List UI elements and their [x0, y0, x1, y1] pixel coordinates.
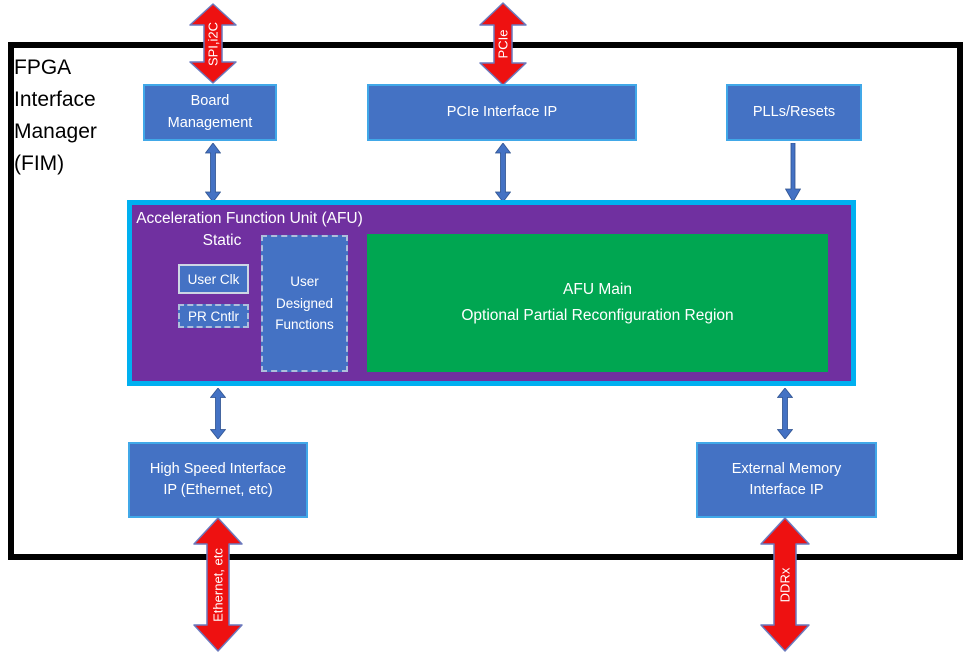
- external-memory-interface-block: External Memory Interface IP: [696, 442, 877, 518]
- pcie-interface-ip-label: PCIe Interface IP: [446, 103, 558, 120]
- diagram-title-line: (FIM): [14, 152, 65, 175]
- plls-resets-label: PLLs/Resets: [752, 103, 836, 120]
- afu-extmemory-connector-icon: [777, 388, 793, 439]
- pr-cntlr-label: PR Cntlr: [187, 308, 239, 324]
- double-arrow-icon: [760, 517, 810, 652]
- board-management-label-line: Management: [167, 114, 253, 131]
- afu-region: Acceleration Function Unit (AFU) Static …: [127, 200, 856, 386]
- double-arrow-icon: [193, 517, 243, 652]
- fim-boundary-frame: [8, 42, 963, 560]
- udf-label-line: Functions: [275, 317, 334, 333]
- ethernet-port-label: Ethernet, etc: [210, 547, 226, 622]
- user-clk-label: User Clk: [187, 271, 240, 287]
- diagram-title: FPGA Interface Manager (FIM): [14, 52, 144, 180]
- high-speed-interface-block: High Speed Interface IP (Ethernet, etc): [128, 442, 308, 518]
- ddrx-port-label: DDRx: [777, 567, 793, 602]
- external-memory-label-line: Interface IP: [749, 482, 824, 498]
- plls-resets-block: PLLs/Resets: [726, 84, 862, 141]
- board-management-afu-connector-icon: [205, 143, 221, 202]
- afu-highspeed-connector-icon: [210, 388, 226, 439]
- diagram-title-line: Manager: [14, 120, 97, 143]
- afu-main-pr-region-block: AFU Main Optional Partial Reconfiguratio…: [367, 234, 828, 372]
- high-speed-interface-label-line: High Speed Interface: [149, 460, 287, 477]
- pcie-port-label: PCIe: [495, 29, 511, 59]
- spi-i2c-port-arrow-icon: SPI,i2C: [189, 3, 237, 84]
- udf-label-line: User: [290, 274, 319, 290]
- afu-static-label: Static: [202, 232, 242, 249]
- high-speed-interface-label-line: IP (Ethernet, etc): [163, 482, 273, 498]
- external-memory-label-line: External Memory: [731, 460, 842, 477]
- double-arrow-icon: [189, 3, 237, 84]
- ethernet-port-arrow-icon: Ethernet, etc: [193, 517, 243, 652]
- pcie-interface-ip-block: PCIe Interface IP: [367, 84, 637, 141]
- diagram-title-line: FPGA: [14, 56, 72, 79]
- spi-i2c-port-label: SPI,i2C: [205, 21, 221, 66]
- board-management-label-line: Board: [190, 93, 230, 110]
- ddrx-port-arrow-icon: DDRx: [760, 517, 810, 652]
- diagram-title-line: Interface: [14, 88, 96, 111]
- user-designed-functions-block: User Designed Functions: [261, 235, 348, 372]
- pcie-port-arrow-icon: PCIe: [479, 2, 527, 86]
- afu-main-label-line: Optional Partial Reconfiguration Region: [461, 307, 734, 324]
- plls-afu-connector-icon: [785, 143, 801, 202]
- board-management-block: Board Management: [143, 84, 277, 141]
- udf-label-line: Designed: [275, 295, 334, 311]
- pr-cntlr-block: PR Cntlr: [178, 304, 249, 328]
- user-clk-block: User Clk: [178, 264, 249, 294]
- afu-region-title: Acceleration Function Unit (AFU): [136, 210, 363, 227]
- pcie-afu-connector-icon: [495, 143, 511, 202]
- afu-main-label-line: AFU Main: [563, 281, 632, 299]
